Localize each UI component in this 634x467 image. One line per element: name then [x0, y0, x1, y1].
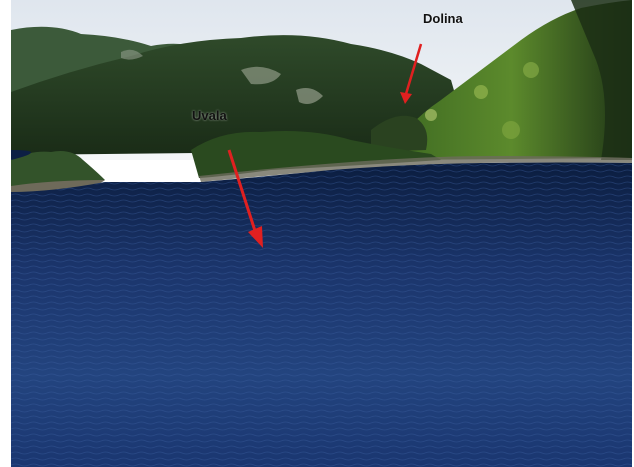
right-forest-shadow [571, 0, 632, 160]
dolina-label: Dolina [423, 11, 463, 26]
sunlit-tree [523, 62, 539, 78]
right-forest [391, 0, 632, 160]
arrow-dolina [400, 43, 423, 104]
arrow-uvala [227, 149, 263, 248]
left-island-rock [11, 180, 105, 194]
water-ripples [11, 162, 632, 467]
limestone-patch [296, 88, 323, 104]
lake-scene [11, 0, 632, 467]
uvala-label: Uvala [192, 108, 227, 123]
dolina-hollow [371, 115, 428, 152]
sunlit-tree [425, 109, 437, 121]
uvala-promontory [191, 131, 441, 178]
limestone-patch [121, 49, 143, 60]
sunlit-tree [474, 85, 488, 99]
limestone-patch [241, 66, 281, 85]
landscape-photo [11, 0, 632, 467]
shoreline [199, 156, 632, 182]
central-mountain [11, 35, 471, 155]
water-left-strip [11, 150, 31, 160]
sunlit-tree [502, 121, 520, 139]
